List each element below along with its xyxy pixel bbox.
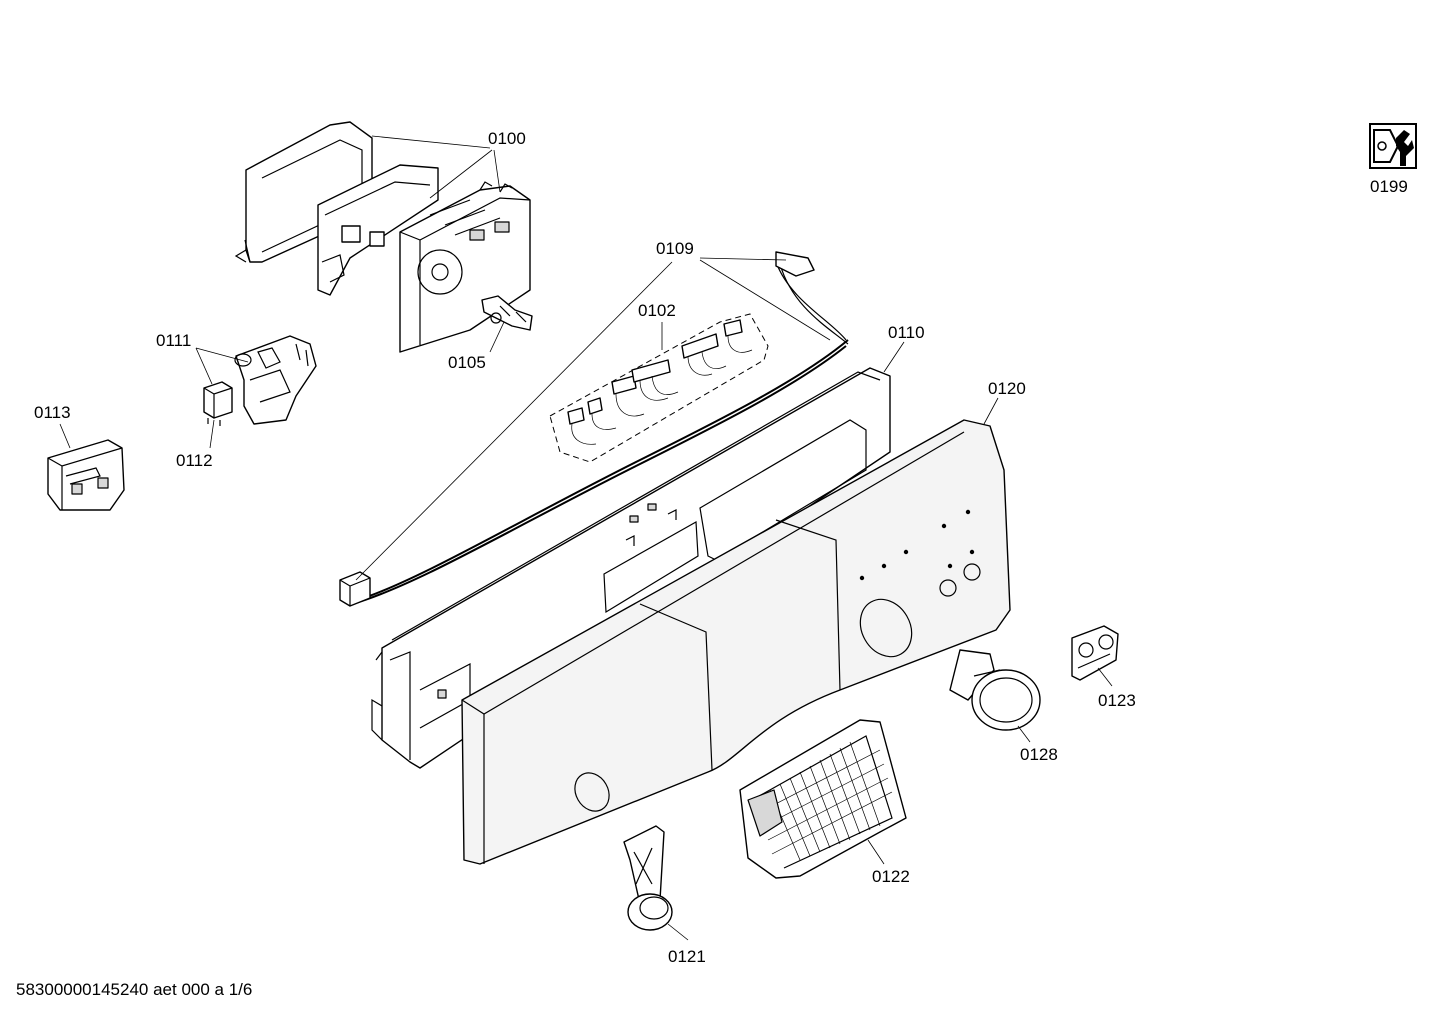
leader-0112 bbox=[209, 419, 215, 449]
leader-0111 bbox=[195, 347, 249, 385]
label-0110: 0110 bbox=[888, 323, 925, 342]
label-0113: 0113 bbox=[34, 403, 71, 422]
leader-0121 bbox=[667, 923, 689, 941]
part-0112-relay[interactable] bbox=[203, 381, 233, 426]
leader-0109 bbox=[355, 257, 831, 581]
part-0123-button-block[interactable] bbox=[1071, 625, 1119, 681]
leader-0100 bbox=[371, 135, 501, 199]
leader-0113 bbox=[59, 423, 71, 449]
label-0123: 0123 bbox=[1098, 691, 1136, 710]
part-0120-control-panel[interactable] bbox=[461, 419, 1011, 865]
leader-0105 bbox=[489, 321, 505, 353]
part-0100-control-module[interactable] bbox=[234, 121, 531, 353]
part-0109-cable-harness[interactable] bbox=[339, 251, 849, 607]
part-0121-push-rod[interactable] bbox=[623, 825, 673, 931]
label-0105: 0105 bbox=[448, 353, 486, 372]
label-0109: 0109 bbox=[656, 239, 694, 258]
part-0122-drawer-handle[interactable] bbox=[739, 719, 907, 879]
leader-0110 bbox=[883, 341, 905, 373]
leader-0122 bbox=[867, 839, 885, 865]
label-0128: 0128 bbox=[1020, 745, 1058, 764]
document-id: 58300000145240 aet 000 a 1/6 bbox=[16, 980, 253, 999]
part-0111-switch[interactable] bbox=[234, 335, 317, 425]
label-0111: 0111 bbox=[156, 331, 191, 350]
part-0105-sensor[interactable] bbox=[481, 295, 533, 331]
part-0102-connectors[interactable] bbox=[549, 313, 769, 463]
part-0128-knob[interactable] bbox=[949, 649, 1041, 731]
label-0199: 0199 bbox=[1370, 177, 1408, 196]
part-0113-door-switch[interactable] bbox=[47, 439, 125, 511]
label-0121: 0121 bbox=[668, 947, 706, 966]
leader-0128 bbox=[1017, 725, 1031, 743]
leader-0123 bbox=[1097, 667, 1113, 687]
label-0112: 0112 bbox=[176, 451, 213, 470]
leader-0120 bbox=[983, 397, 999, 425]
label-0100: 0100 bbox=[488, 129, 526, 148]
label-0122: 0122 bbox=[872, 867, 910, 886]
label-0120: 0120 bbox=[988, 379, 1026, 398]
label-0102: 0102 bbox=[638, 301, 676, 320]
hex-wrench-tool-icon[interactable] bbox=[1369, 123, 1417, 169]
